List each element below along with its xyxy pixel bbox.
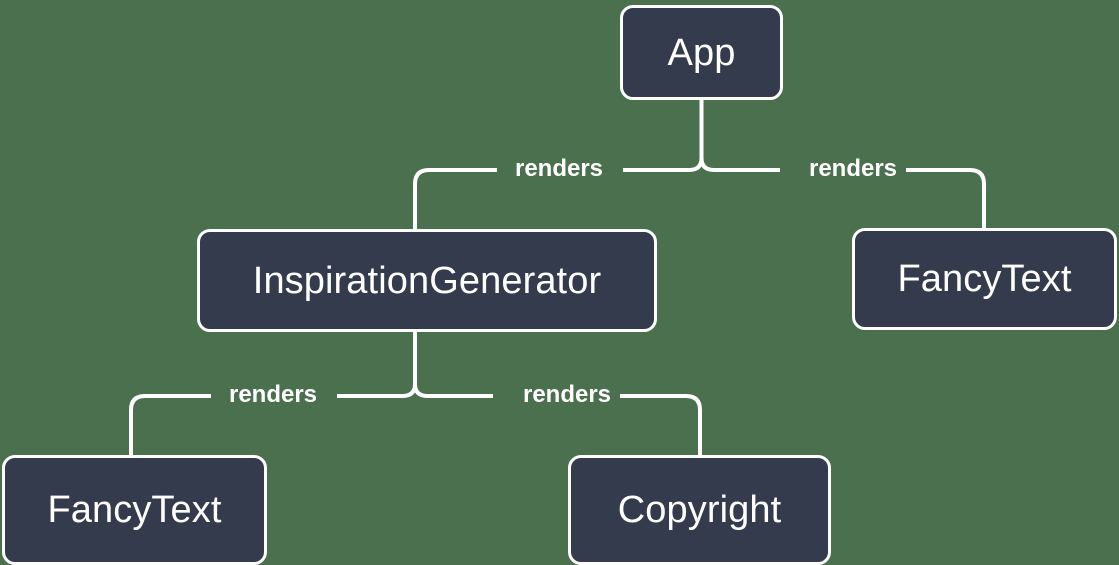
node-fancy-text-right-label: FancyText: [897, 258, 1072, 300]
wire-app-to-inspirationgenerator: [413, 168, 497, 229]
edge-label-inspiration-generator-to-fancy-text: renders: [228, 381, 318, 408]
node-fancy-text-left-label: FancyText: [47, 489, 222, 531]
node-fancy-text-left[interactable]: FancyText: [2, 455, 267, 565]
node-app-label: App: [667, 31, 736, 74]
node-app[interactable]: App: [620, 5, 783, 100]
wire-junction-upper-right: [699, 157, 780, 172]
node-copyright[interactable]: Copyright: [568, 455, 831, 565]
edge-label-app-to-fancy-text: renders: [808, 155, 898, 182]
node-fancy-text-right[interactable]: FancyText: [852, 228, 1117, 330]
node-inspiration-generator-label: InspirationGenerator: [252, 259, 602, 302]
wire-junction-upper-left: [623, 157, 704, 172]
edge-label-inspiration-generator-to-copyright: renders: [522, 381, 612, 408]
node-inspiration-generator[interactable]: InspirationGenerator: [197, 229, 657, 332]
wire-junction-lower-left: [337, 383, 417, 398]
wire-inspirationgenerator-to-fancytext: [129, 394, 211, 455]
wire-app-to-fancytext: [906, 168, 986, 228]
wire-inspirationgenerator-to-copyright: [620, 394, 702, 455]
node-copyright-label: Copyright: [617, 489, 782, 531]
edge-label-app-to-inspiration-generator: renders: [514, 155, 604, 182]
wire-junction-lower-right: [413, 383, 493, 398]
